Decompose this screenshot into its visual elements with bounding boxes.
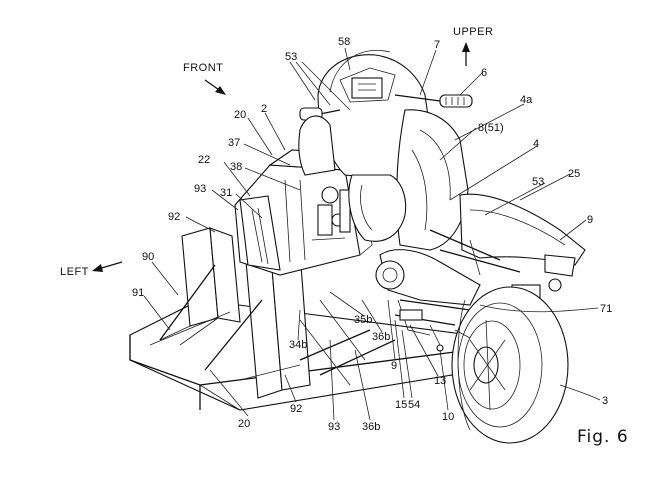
label-37: 37: [228, 137, 240, 149]
label-36b-lower: 36b: [362, 421, 380, 433]
label-20-top: 20: [234, 109, 246, 121]
label-4a: 4a: [520, 94, 533, 106]
label-22: 22: [198, 154, 210, 166]
label-10: 10: [442, 411, 454, 423]
label-93-bottom: 93: [328, 421, 340, 433]
label-25: 25: [568, 168, 580, 180]
label-3: 3: [602, 395, 608, 407]
label-92-top: 92: [168, 211, 180, 223]
label-9-lower: 9: [391, 360, 397, 372]
label-2: 2: [261, 103, 267, 115]
label-93-top: 93: [194, 183, 206, 195]
label-9-right: 9: [587, 214, 593, 226]
label-31: 31: [220, 187, 232, 199]
label-4: 4: [533, 138, 539, 150]
label-71: 71: [600, 303, 612, 315]
figure-caption: Fig. 6: [577, 427, 629, 447]
direction-front: FRONT: [183, 62, 223, 74]
label-53-right: 53: [532, 176, 544, 188]
label-34b: 34b: [289, 339, 307, 351]
label-53-top: 53: [285, 51, 297, 63]
label-91: 91: [132, 287, 144, 299]
label-38: 38: [230, 161, 242, 173]
label-90: 90: [142, 251, 154, 263]
direction-upper: UPPER: [453, 26, 493, 38]
label-6: 6: [481, 67, 487, 79]
label-54: 54: [408, 399, 420, 411]
label-20-bottom: 20: [238, 418, 250, 430]
label-58: 58: [338, 36, 350, 48]
direction-left: LEFT: [60, 266, 89, 278]
label-7: 7: [434, 39, 440, 51]
label-36b-upper: 36b: [372, 331, 390, 343]
label-35b: 35b: [354, 314, 372, 326]
label-13: 13: [434, 375, 446, 387]
label-8-51: 8(51): [478, 122, 504, 134]
label-92-bottom: 92: [290, 403, 302, 415]
label-15: 15: [395, 399, 407, 411]
